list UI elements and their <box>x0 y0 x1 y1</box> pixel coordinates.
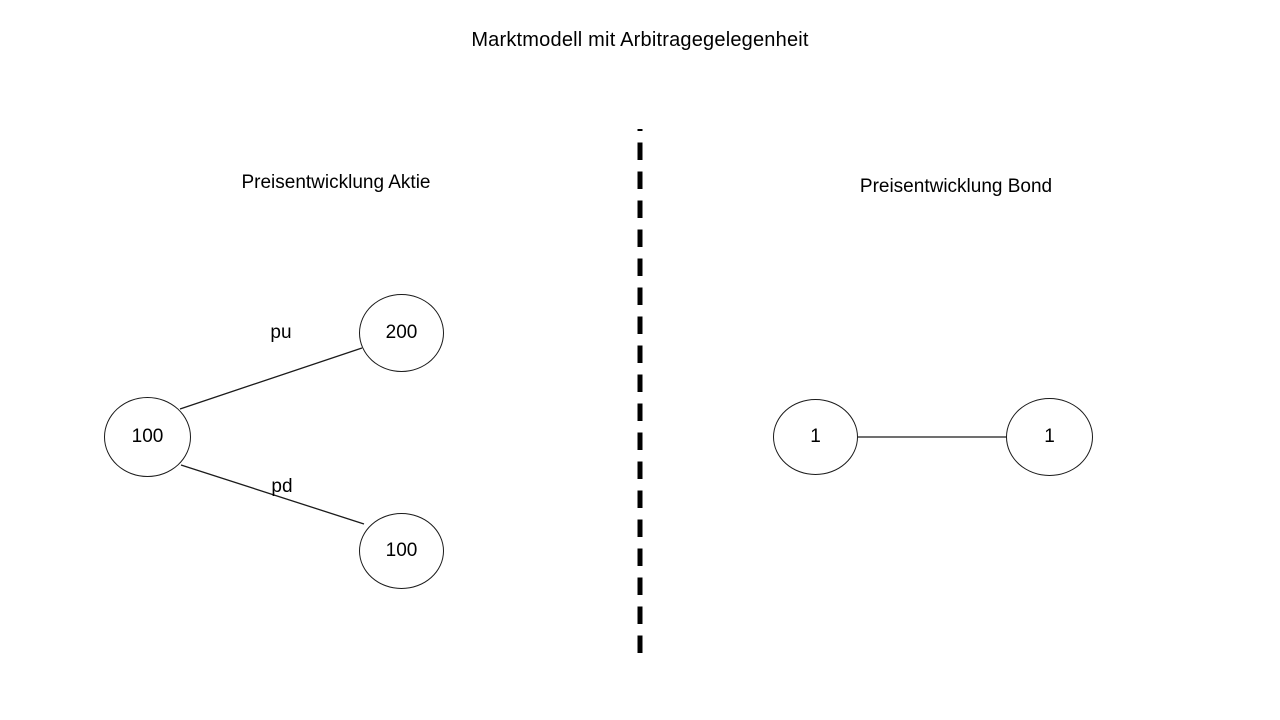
node-stock-up: 200 <box>359 294 444 372</box>
node-stock-down-label: 100 <box>385 540 418 561</box>
edge-label-pd: pd <box>271 476 293 497</box>
node-bond-end-label: 1 <box>1044 426 1055 447</box>
right-panel-heading: Preisentwicklung Bond <box>859 176 1053 197</box>
node-bond-start-label: 1 <box>810 426 821 447</box>
node-bond-end: 1 <box>1006 398 1093 476</box>
tree-edge-down-line <box>180 464 365 525</box>
edge-label-pu: pu <box>270 322 292 343</box>
diagram-title: Marktmodell mit Arbitragegelegenheit <box>471 29 809 51</box>
node-stock-root: 100 <box>104 397 191 477</box>
node-stock-root-label: 100 <box>131 426 164 447</box>
node-stock-down: 100 <box>359 513 444 589</box>
left-panel-heading: Preisentwicklung Aktie <box>241 172 431 193</box>
node-stock-up-label: 200 <box>385 322 418 343</box>
node-bond-start: 1 <box>773 399 858 475</box>
tree-edge-up-line <box>179 347 363 410</box>
